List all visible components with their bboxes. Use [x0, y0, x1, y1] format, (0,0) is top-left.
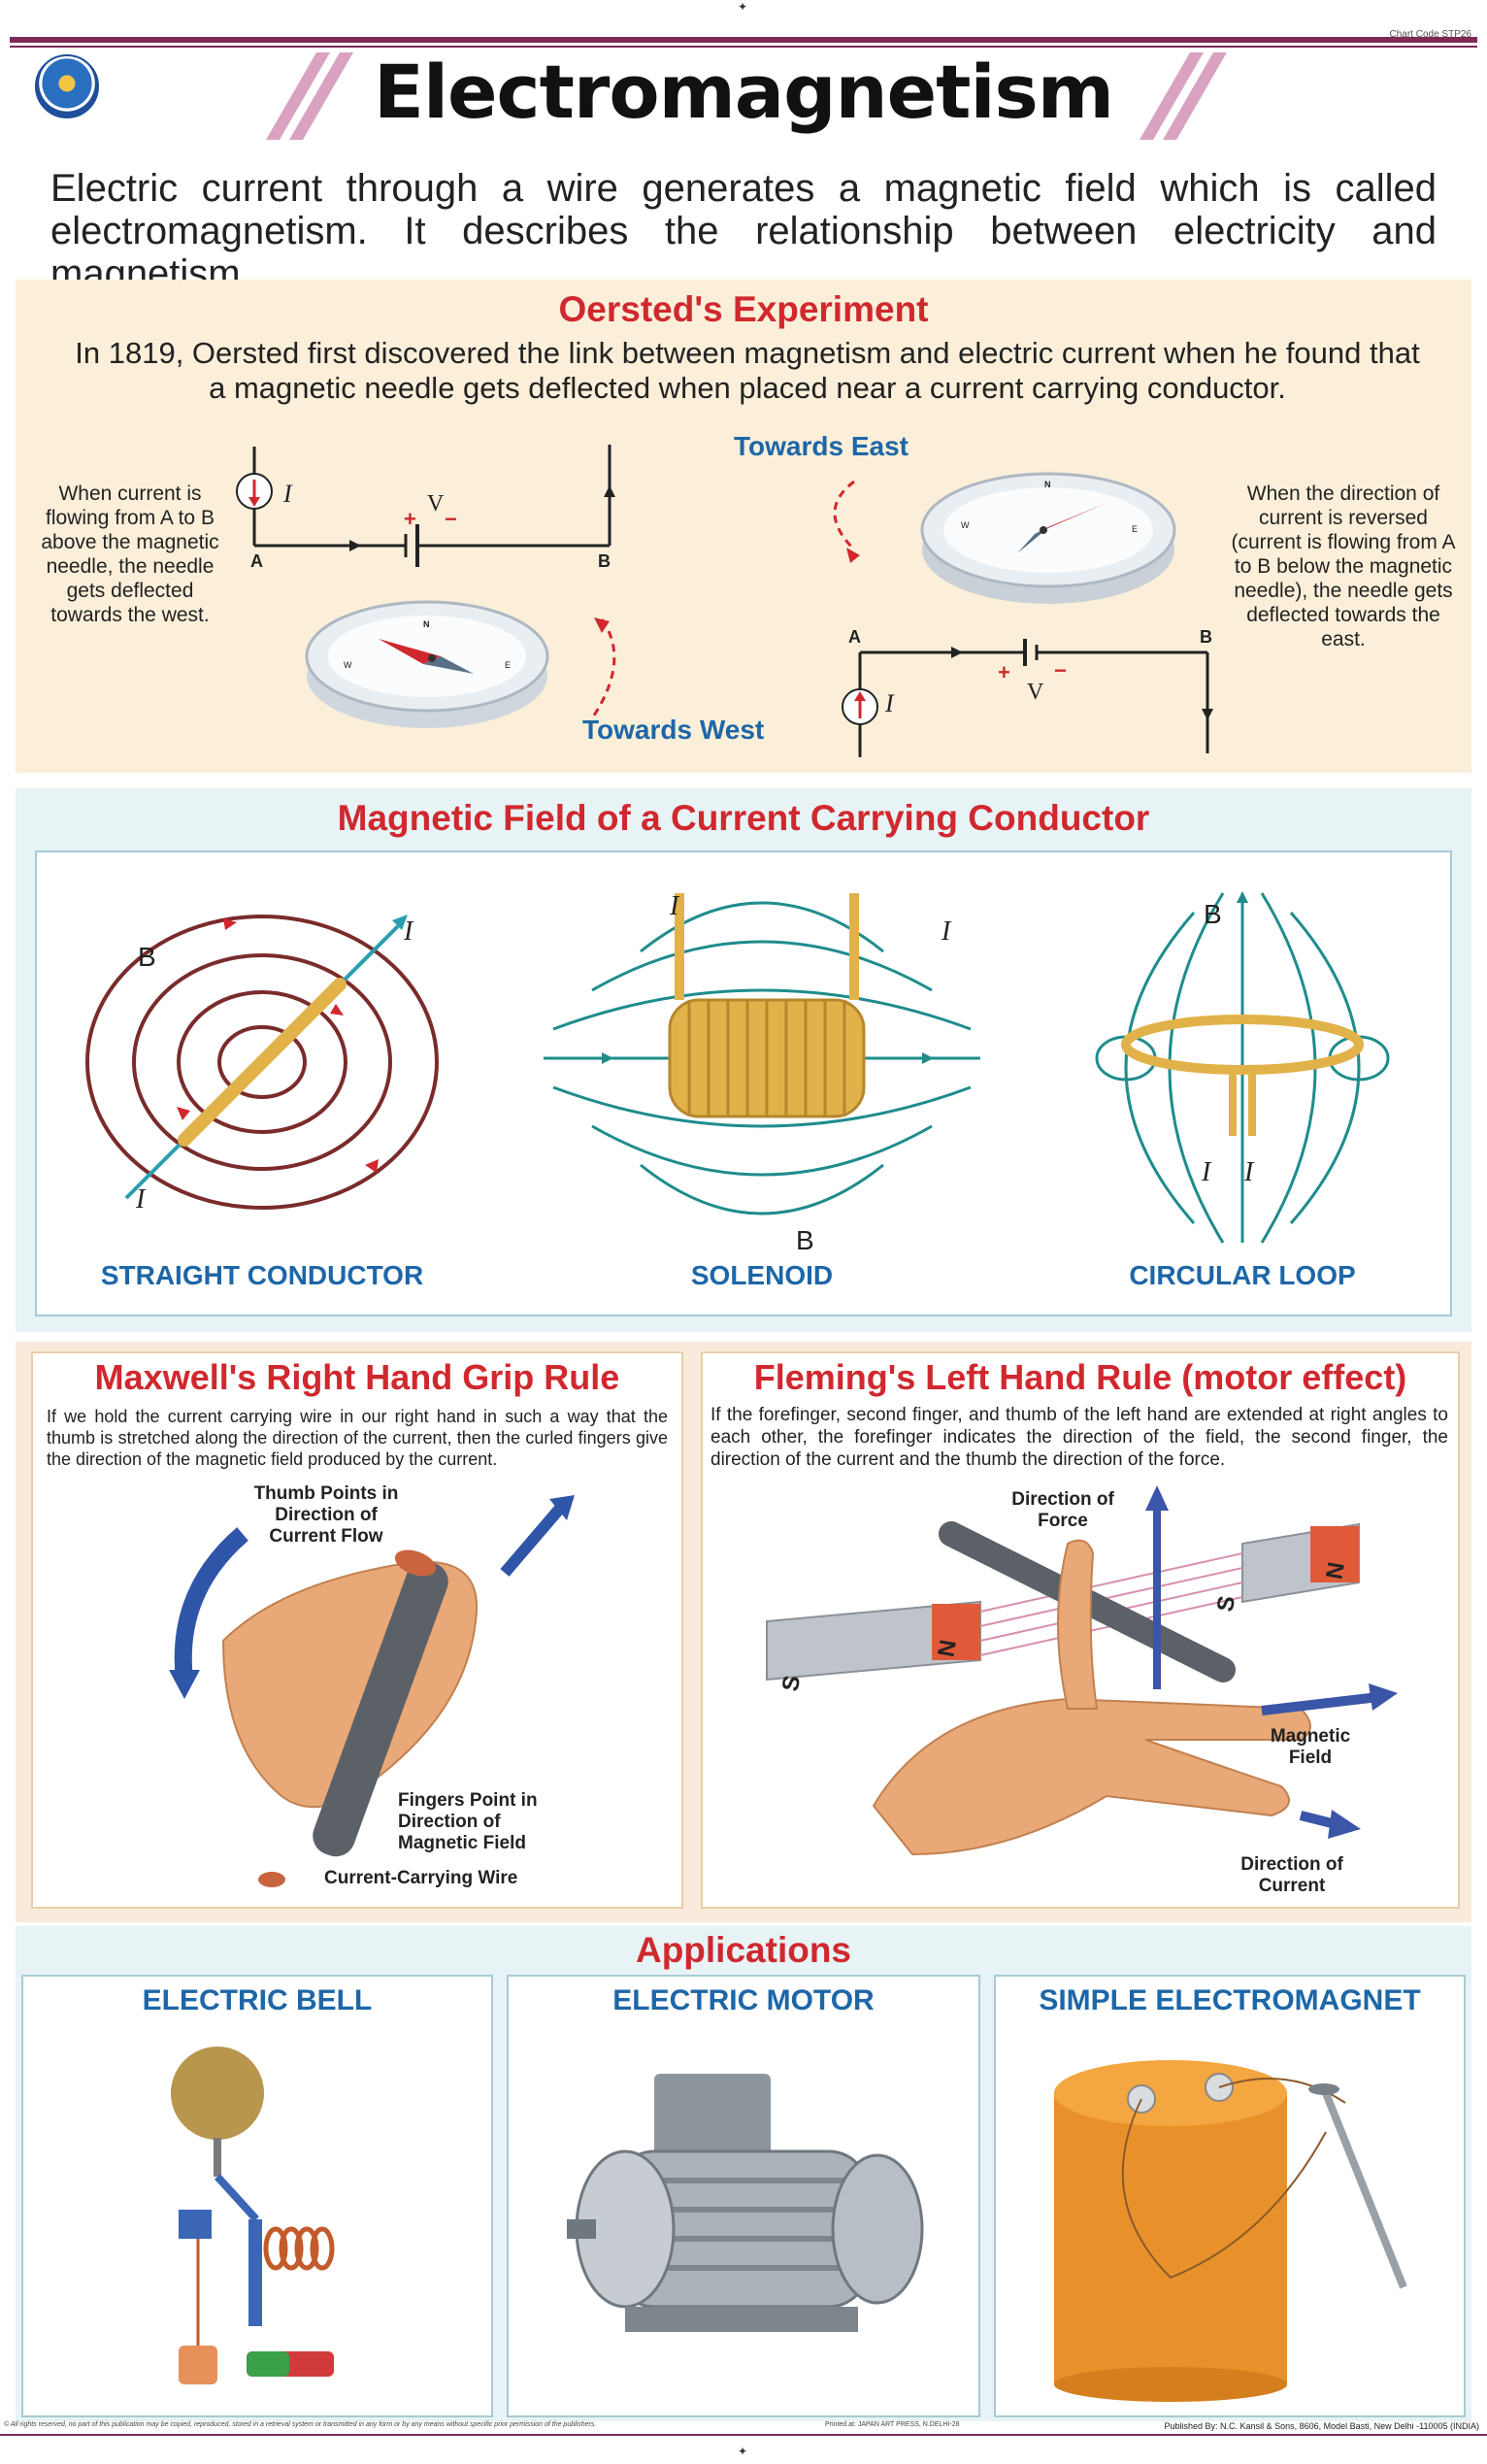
oersted-right-b: B — [1200, 627, 1212, 647]
right-hand-grip-illustration — [169, 1495, 575, 1887]
oersted-right-v: V — [1027, 680, 1044, 705]
oersted-circuit-right — [833, 472, 1213, 757]
footer-printer: Printed at: JAPAN ART PRESS, N.DELHI-28 — [825, 2421, 960, 2428]
straight-i-bottom: I — [136, 1184, 146, 1215]
loop-b-label: B — [1204, 899, 1222, 929]
top-rule-thin — [10, 46, 1477, 48]
compass-right-w: W — [961, 520, 970, 530]
compass-left-w: W — [344, 660, 352, 670]
oersted-left-v: V — [427, 491, 445, 516]
maxwell-wire-label: Current-Carrying Wire — [324, 1868, 518, 1888]
registration-mark-bottom: ✦ — [738, 2445, 748, 2458]
oersted-right-minus: − — [1054, 658, 1067, 683]
oersted-right-a: A — [848, 627, 861, 647]
publisher-logo — [35, 54, 99, 118]
towards-east-label: Towards East — [734, 431, 909, 461]
compass-right-n: N — [1044, 480, 1051, 489]
solenoid-label: SOLENOID — [690, 1260, 834, 1290]
chart-code: Chart Code STP26 — [1389, 29, 1472, 40]
compass-left-e: E — [505, 660, 512, 670]
oersted-text: In 1819, Oersted first discovered the li… — [75, 336, 1420, 405]
app-card-motor: ELECTRIC MOTOR — [507, 1975, 980, 2417]
maxwell-title: Maxwell's Right Hand Grip Rule — [94, 1357, 620, 1397]
maxwell-thumb-label: Thumb Points in Direction of Current Flo… — [253, 1483, 399, 1547]
electromagnet-illustration — [1054, 2060, 1407, 2402]
app-card-bell: ELECTRIC BELL — [21, 1975, 493, 2417]
left-hand-rule-illustration — [766, 1485, 1398, 1856]
oersted-left-note: When current is flowing from A to B abov… — [41, 483, 219, 626]
fleming-force-label: Direction of Force — [1011, 1489, 1114, 1531]
footer-publisher: Published By: N.C. Kansil & Sons, 8606, … — [1164, 2421, 1479, 2431]
footer-rule — [0, 2434, 1487, 2436]
oersted-left-a: A — [250, 551, 263, 571]
solenoid-diagram — [544, 893, 980, 1215]
maxwell-text: If we hold the current carrying wire in … — [47, 1407, 668, 1469]
registration-mark: ✦ — [738, 0, 748, 14]
solenoid-i-left: I — [670, 891, 679, 921]
straight-b-label: B — [138, 942, 156, 972]
page-title: Electromagnetism — [374, 49, 1114, 135]
electric-motor-illustration — [567, 2074, 924, 2332]
electric-bell-illustration — [171, 2047, 335, 2384]
fleming-title: Fleming's Left Hand Rule (motor effect) — [753, 1357, 1407, 1397]
circular-loop-label: CIRCULAR LOOP — [1129, 1260, 1356, 1290]
app-card-electromagnet: SIMPLE ELECTROMAGNET — [994, 1975, 1466, 2417]
loop-i-left: I — [1202, 1157, 1211, 1187]
intro-text: Electric current through a wire generate… — [50, 167, 1437, 295]
fleming-field-label: Magnetic Field — [1270, 1726, 1351, 1768]
fleming-current-label: Direction of Current — [1240, 1854, 1343, 1896]
maxwell-fingers-label: Fingers Point in Direction of Magnetic F… — [398, 1790, 538, 1853]
straight-i-top: I — [404, 916, 413, 947]
fleming-text: If the forefinger, second finger, and th… — [710, 1405, 1448, 1470]
straight-conductor-diagram — [85, 915, 439, 1210]
oersted-right-plus: + — [998, 660, 1010, 684]
oersted-left-b: B — [598, 551, 611, 571]
footer-rights: © All rights reserved, no part of this p… — [4, 2421, 597, 2428]
oersted-panel — [16, 280, 1471, 773]
app-title-motor: ELECTRIC MOTOR — [612, 1984, 875, 2016]
loop-i-right: I — [1244, 1157, 1254, 1187]
towards-west-label: Towards West — [582, 715, 765, 745]
app-title-bell: ELECTRIC BELL — [142, 1984, 373, 2016]
oersted-left-plus: + — [404, 507, 416, 531]
oersted-right-note: When the direction of current is reverse… — [1231, 483, 1456, 650]
oersted-left-i: I — [283, 480, 292, 508]
compass-right-e: E — [1132, 524, 1139, 534]
compass-left-n: N — [423, 619, 430, 629]
oersted-left-minus: − — [445, 507, 457, 531]
field-title: Magnetic Field of a Current Carrying Con… — [337, 798, 1150, 838]
solenoid-b-label: B — [796, 1225, 814, 1255]
top-rule — [10, 37, 1477, 43]
solenoid-i-right: I — [942, 916, 951, 947]
app-title-electromagnet: SIMPLE ELECTROMAGNET — [1039, 1984, 1421, 2016]
circular-loop-diagram — [1095, 891, 1390, 1244]
applications-title: Applications — [635, 1930, 852, 1970]
oersted-title: Oersted's Experiment — [558, 289, 929, 329]
oersted-right-i: I — [885, 689, 894, 717]
straight-conductor-label: STRAIGHT CONDUCTOR — [100, 1260, 424, 1290]
oersted-circuit-left — [236, 445, 616, 728]
